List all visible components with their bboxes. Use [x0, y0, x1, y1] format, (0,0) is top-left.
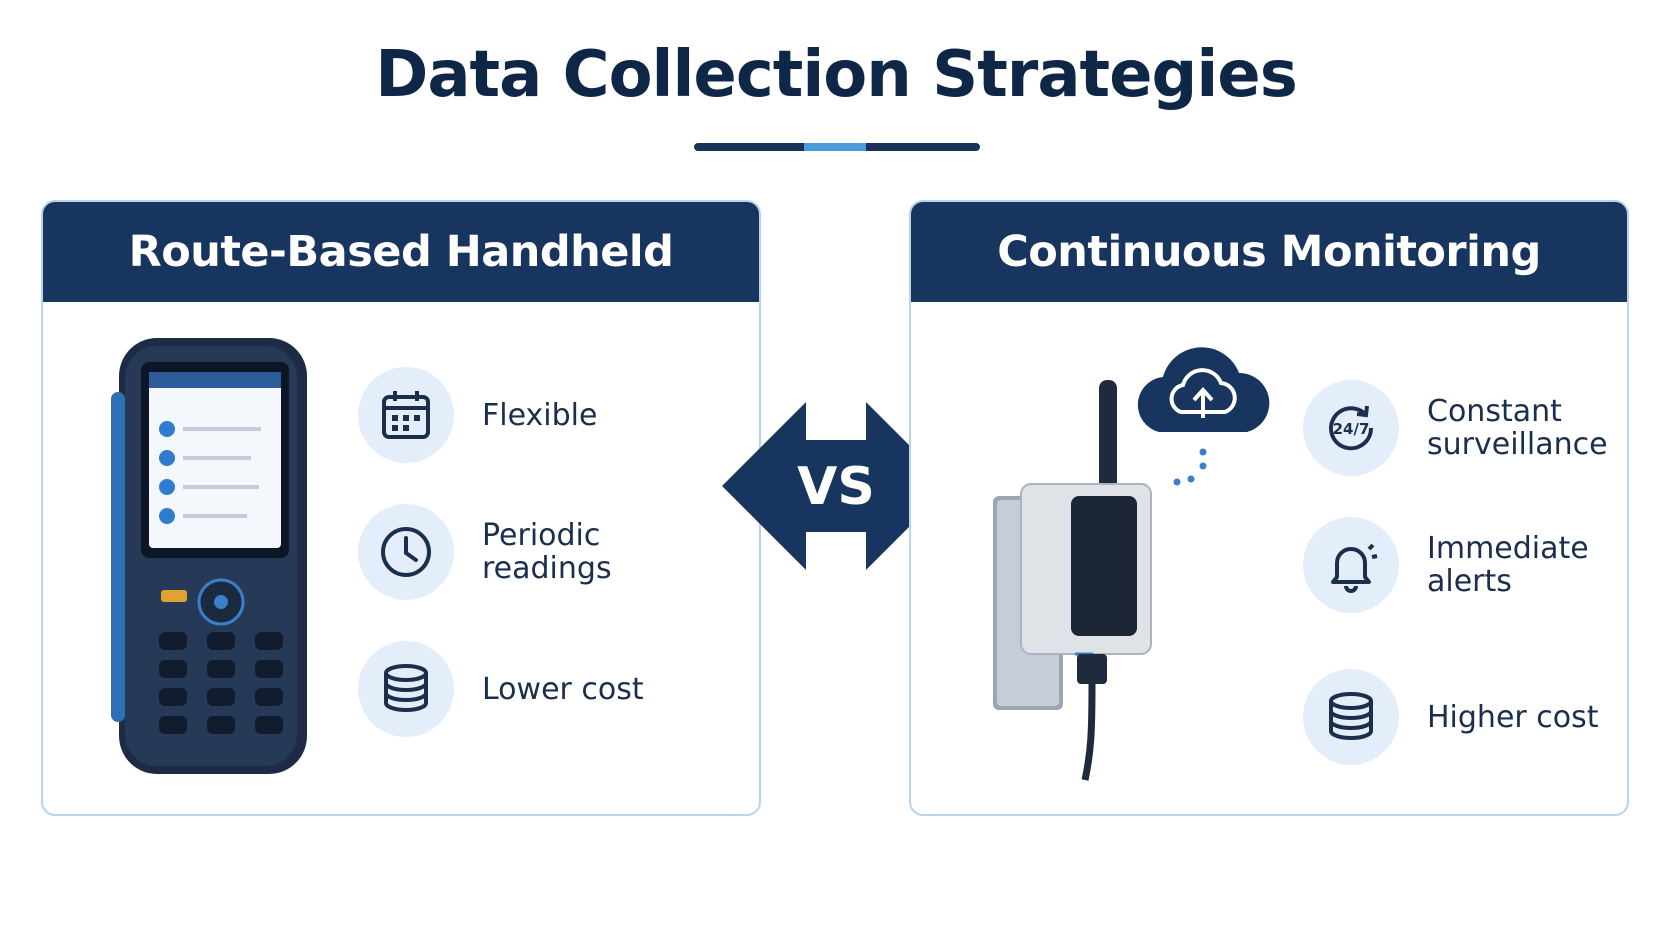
title-underline-accent [804, 143, 866, 151]
page-title: Data Collection Strategies [375, 38, 1298, 112]
monitoring-panel-heading: Continuous Monitoring [911, 202, 1627, 302]
calendar-icon [358, 367, 454, 463]
clock-icon [358, 504, 454, 600]
vs-double-arrow: VS [722, 402, 950, 570]
feature-label: Higher cost [1427, 699, 1599, 735]
monitoring-panel: Continuous Monitoring 24/7 Constant surv [909, 200, 1629, 816]
feature-label: Constant surveillance [1427, 394, 1608, 462]
feature-label: Immediate alerts [1427, 531, 1589, 599]
handheld-device-icon [111, 338, 307, 774]
cloud-upload-icon [1137, 347, 1270, 432]
coin-stack-icon [358, 641, 454, 737]
svg-text:24/7: 24/7 [1333, 420, 1370, 438]
vs-label: VS [797, 457, 875, 517]
coin-stack-icon [1303, 669, 1399, 765]
handheld-panel-heading: Route-Based Handheld [43, 202, 759, 302]
twenty-four-seven-icon: 24/7 [1303, 380, 1399, 476]
feature-label: Periodic readings [482, 518, 612, 586]
handheld-panel: Route-Based Handheld [41, 200, 761, 816]
feature-label: Lower cost [482, 671, 644, 707]
bell-icon [1303, 517, 1399, 613]
title-underline [694, 143, 980, 151]
wireless-sensor-icon [993, 347, 1270, 781]
feature-label: Flexible [482, 397, 598, 433]
